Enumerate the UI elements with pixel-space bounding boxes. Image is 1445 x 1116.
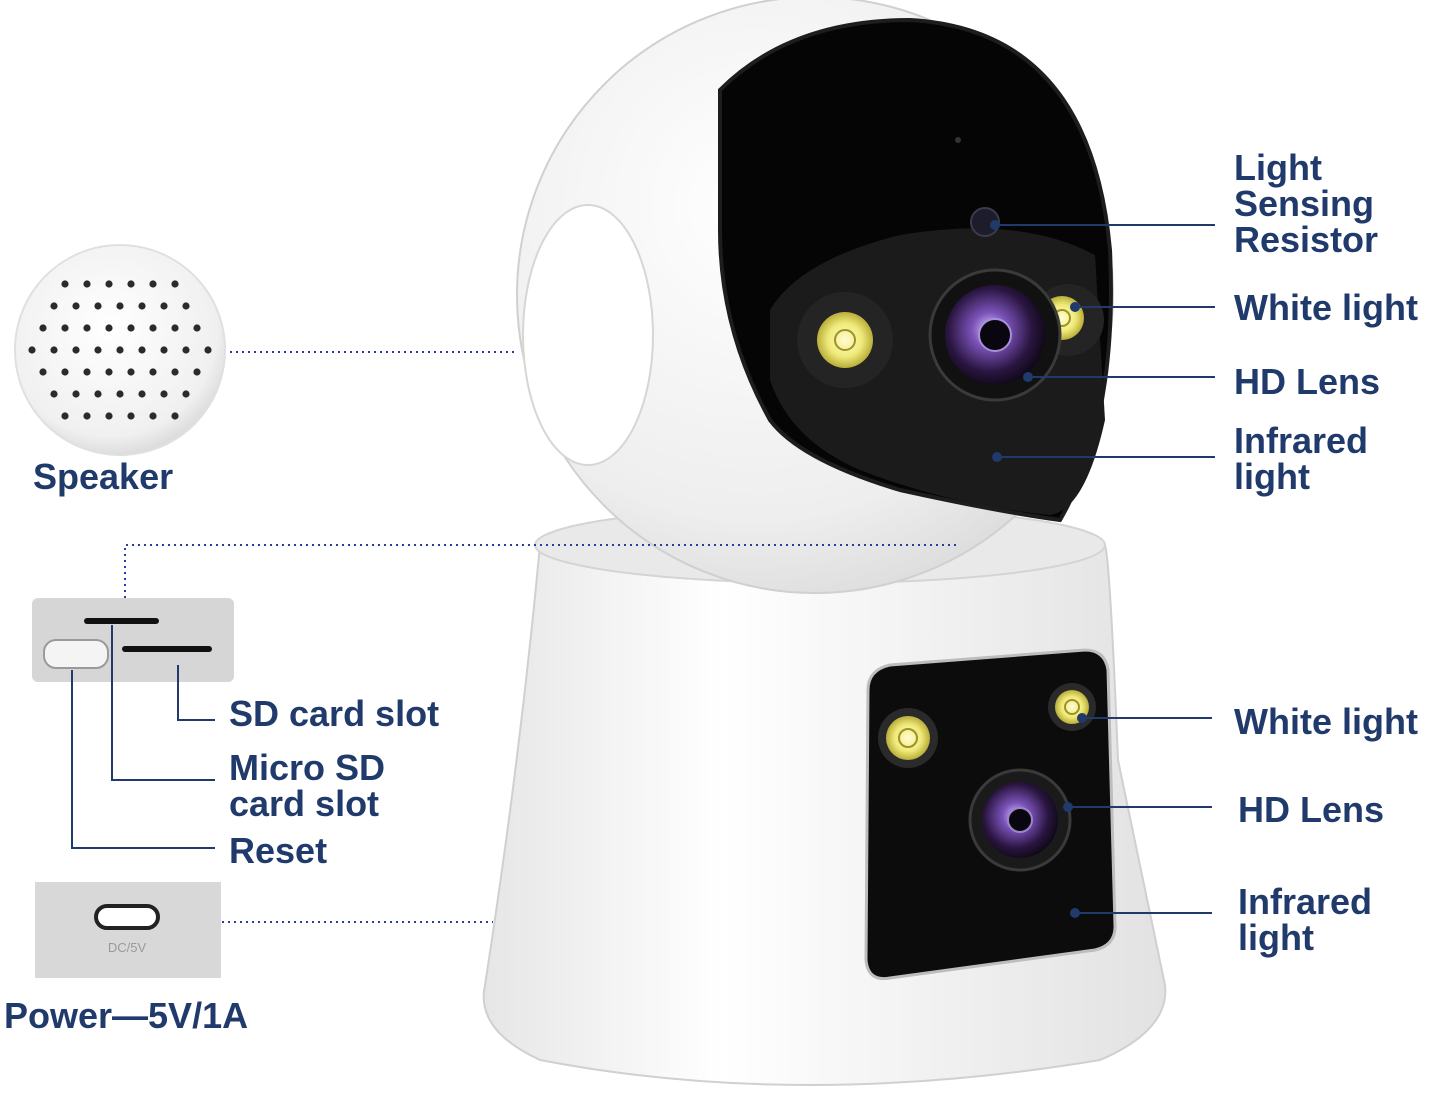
label-reset: Reset [229,830,328,871]
speaker-hole [72,302,80,310]
speaker-hole [127,324,135,332]
label-white-light-top: White light [1234,287,1418,328]
speaker-hole [116,390,124,398]
speaker-hole [171,324,179,332]
speaker-hole [116,302,124,310]
speaker-hole [127,280,135,288]
speaker-hole [171,280,179,288]
speaker-hole [72,346,80,354]
speaker-hole [182,302,190,310]
speaker-hole [149,280,157,288]
speaker-hole [149,368,157,376]
speaker-hole [171,368,179,376]
speaker-inset [14,244,226,456]
speaker-hole [160,346,168,354]
sd-slot-inset [32,598,234,682]
speaker-hole [83,280,91,288]
speaker-hole [61,412,69,420]
bottom-white-light-left [878,708,938,768]
speaker-hole [28,346,36,354]
leader-lines [71,224,1215,914]
bottom-lens-panel [864,648,1117,981]
port-marking: DC/5V [108,940,147,955]
speaker-hole [182,390,190,398]
speaker-hole [105,280,113,288]
speaker-hole [149,412,157,420]
speaker-hole [50,346,58,354]
speaker-hole [61,368,69,376]
speaker-hole [127,368,135,376]
speaker-hole [105,324,113,332]
speaker-hole [138,390,146,398]
label-white-light-bottom: White light [1234,701,1418,742]
speaker-hole [138,346,146,354]
leader-dots [990,220,1087,918]
leader-micro-sd [111,625,215,781]
speaker-hole [94,346,102,354]
top-white-light-left [797,292,893,388]
label-speaker: Speaker [33,456,174,497]
side-knob [522,204,654,466]
label-light-sensing-resistor: Light Sensing Resistor [1234,147,1379,260]
reset-button-shape [43,639,109,669]
speaker-hole [94,390,102,398]
speaker-hole [50,390,58,398]
speaker-hole [182,346,190,354]
speaker-hole [72,390,80,398]
speaker-hole [39,368,47,376]
speaker-hole [193,324,201,332]
camera-head [516,0,1114,594]
power-port-inset: DC/5V [35,882,221,978]
usb-c-port [94,904,160,930]
label-micro-sd-card-slot: Micro SD card slot [229,747,386,824]
speaker-hole [61,324,69,332]
leader-sd-slot [177,665,215,721]
microphone-hole [955,137,961,143]
speaker-hole [204,346,212,354]
label-infrared-light-top: Infrared light [1234,420,1369,497]
speaker-hole [160,302,168,310]
label-sd-card-slot: SD card slot [229,693,440,734]
speaker-hole [116,346,124,354]
label-hd-lens-top: HD Lens [1234,361,1381,402]
speaker-hole [83,324,91,332]
speaker-hole [83,412,91,420]
speaker-hole [94,302,102,310]
speaker-hole [105,412,113,420]
label-power: Power—5V/1A [4,995,249,1036]
label-infrared-light-bottom: Infrared light [1238,881,1373,958]
label-hd-lens-bottom: HD Lens [1238,789,1385,830]
speaker-hole [83,368,91,376]
speaker-hole [39,324,47,332]
speaker-hole [61,280,69,288]
bottom-white-light-right [1048,683,1096,731]
speaker-hole [105,368,113,376]
speaker-hole [138,302,146,310]
speaker-hole [127,412,135,420]
speaker-hole [171,412,179,420]
bottom-hd-lens [968,768,1072,872]
leader-reset [71,670,215,849]
speaker-hole [160,390,168,398]
top-hd-lens [928,268,1062,402]
speaker-hole [50,302,58,310]
speaker-hole [149,324,157,332]
speaker-hole [193,368,201,376]
